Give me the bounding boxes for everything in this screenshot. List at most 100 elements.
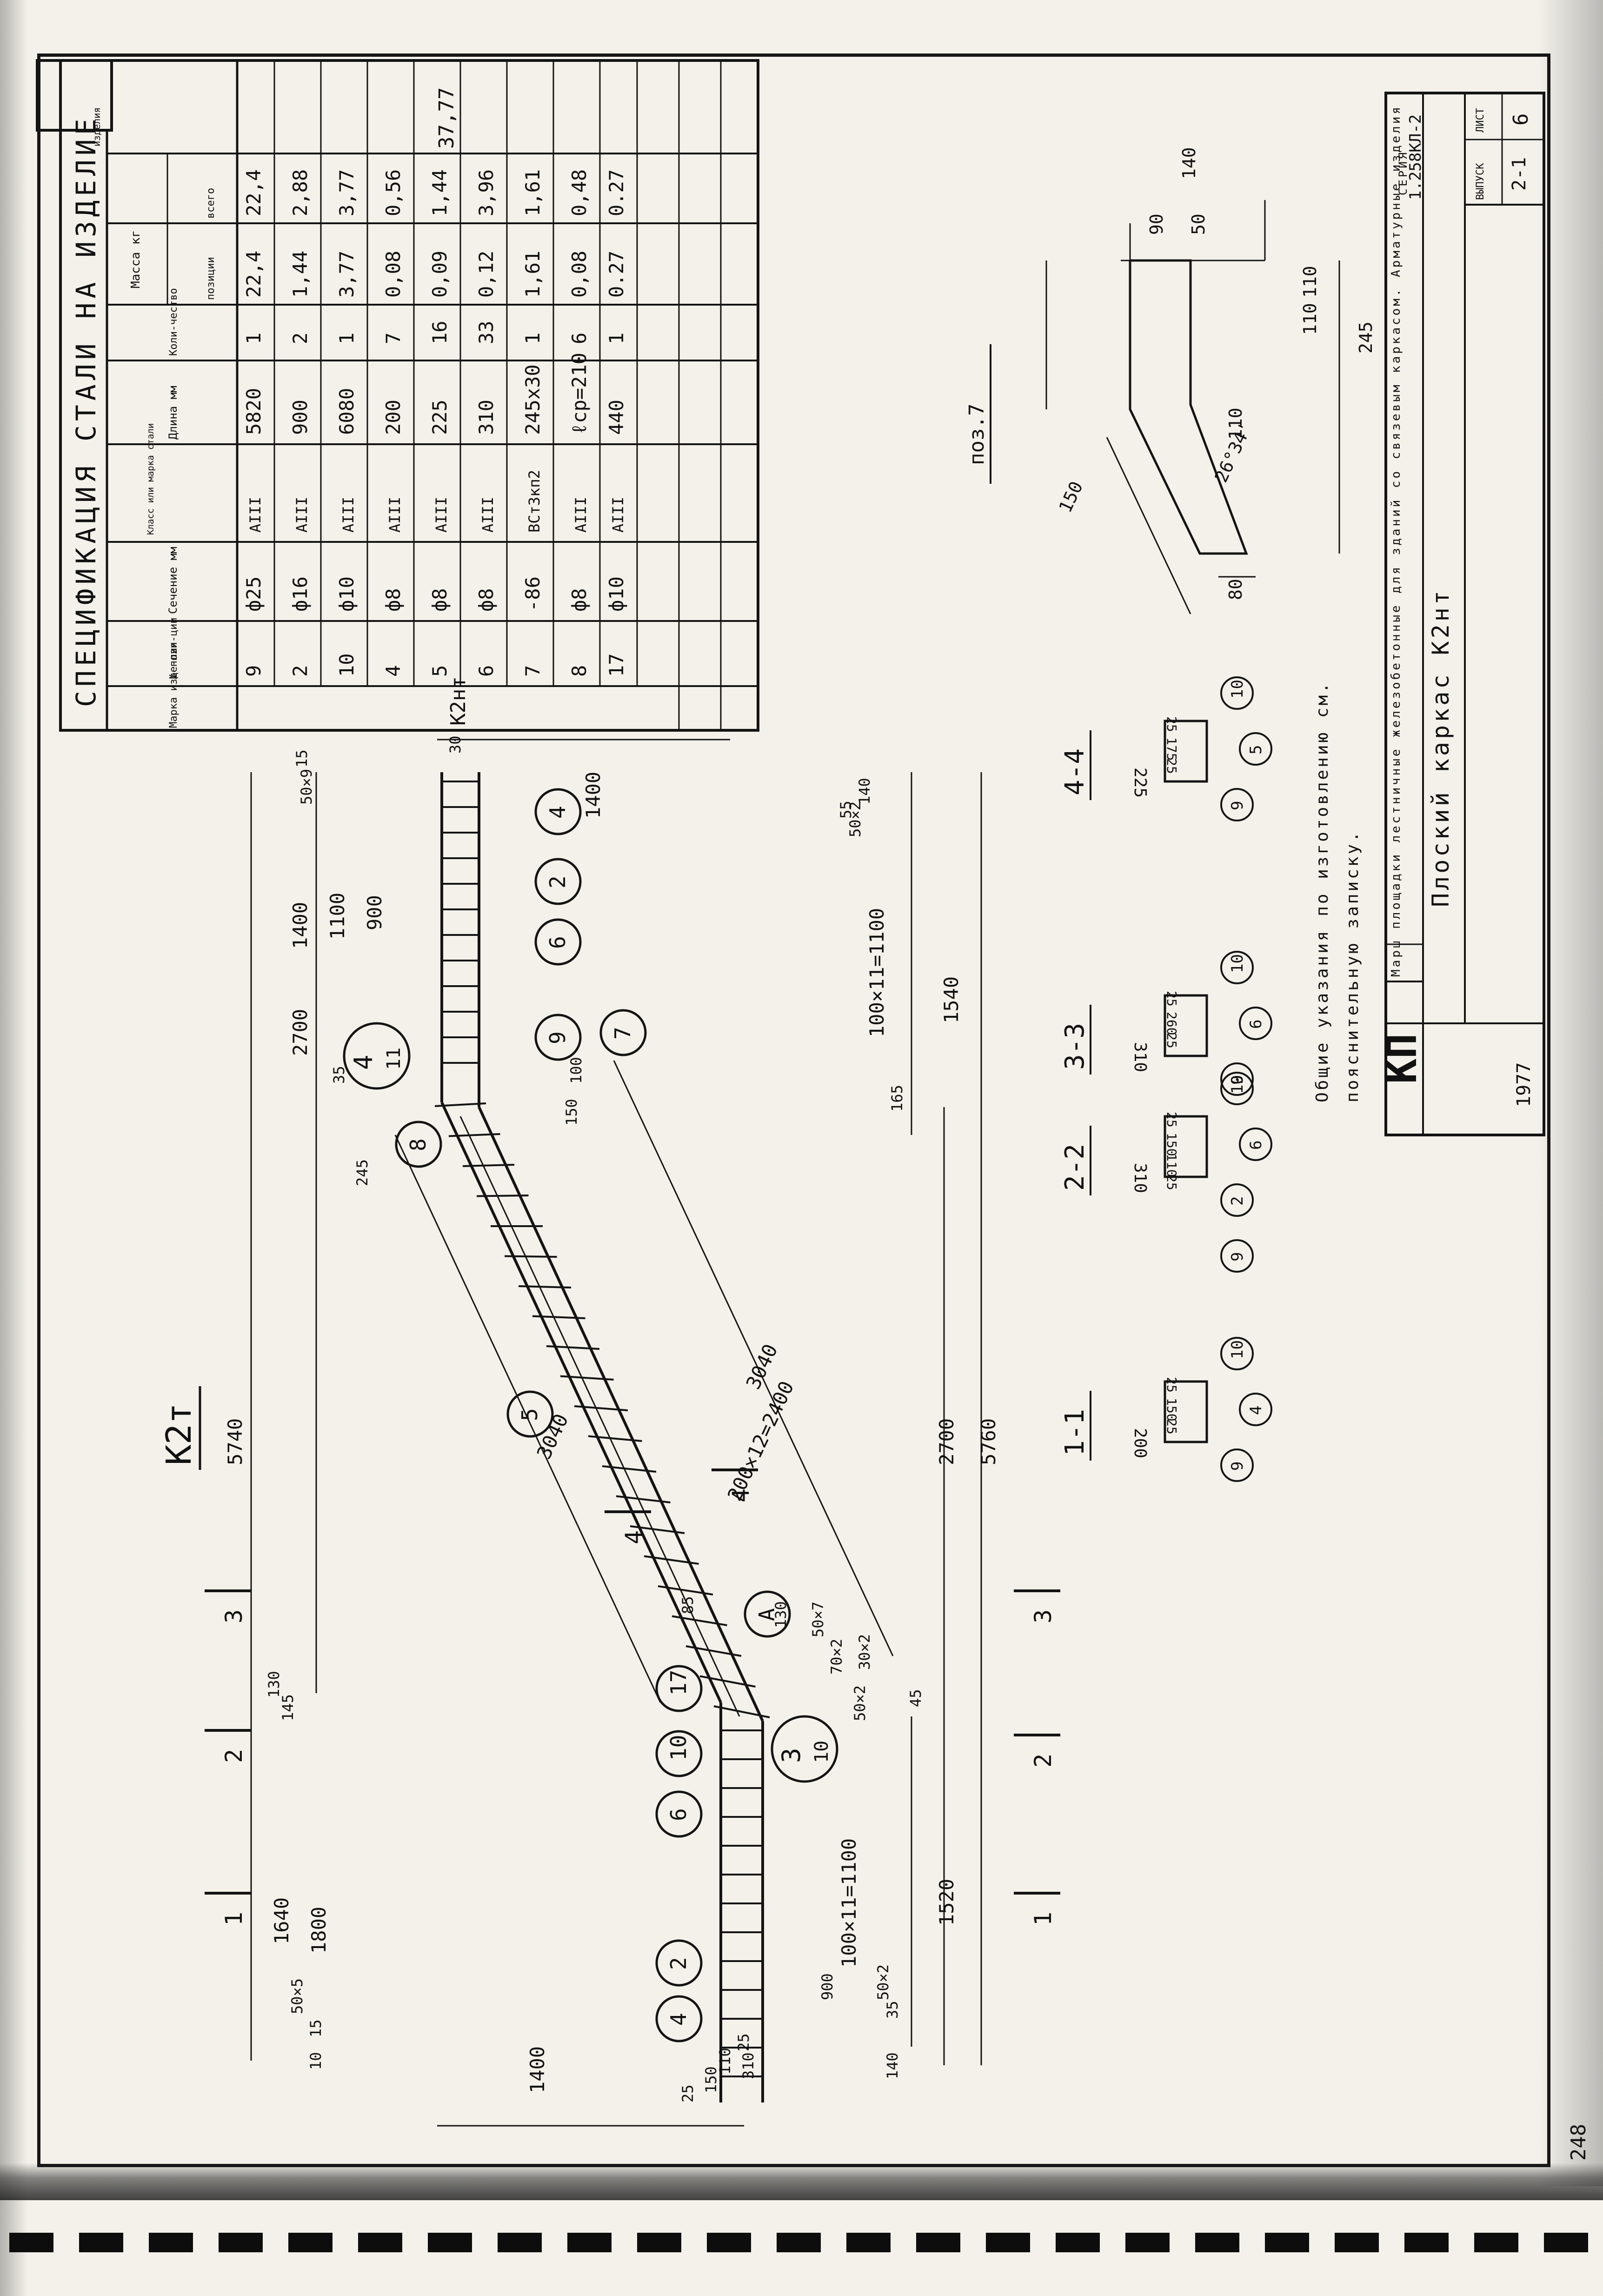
dim-small: 145 [279, 1694, 297, 1721]
spec-cell-qty: 1 [242, 333, 265, 344]
spec-cell-m_all: 2,88 [289, 169, 312, 216]
tb-issue-value: 2-1 [1509, 157, 1530, 191]
dim-small: 55 [837, 801, 855, 819]
stirrup-bar [532, 1315, 585, 1319]
spec-cell-cls: АIII [293, 497, 311, 533]
dim-small: 50×2 [874, 1964, 892, 2000]
section-bar-callout [1239, 1393, 1272, 1426]
stirrup-bar [672, 1615, 727, 1626]
cut-mark-label: 2 [1030, 1754, 1057, 1768]
perforation-dash [1125, 2233, 1170, 2252]
position-callout [534, 788, 582, 835]
dim-small: 140 [884, 2052, 901, 2079]
section-outline [1164, 994, 1208, 1057]
section-bar-callout [1220, 951, 1254, 984]
pos7-dim-label: 150 [1055, 478, 1087, 516]
node-label-top: 4 [349, 1055, 378, 1070]
perforation-dash [428, 2233, 472, 2252]
spec-cell-m_all: 3,77 [335, 169, 358, 216]
dim-top-left: 2700 [289, 1009, 312, 1056]
dim-small: 50×7 [809, 1602, 827, 1637]
section-bar-callout [1220, 1062, 1254, 1096]
spec-cell-pos: 2 [289, 665, 312, 677]
tb-year: 1977 [1513, 1062, 1535, 1107]
spec-table [36, 59, 759, 732]
pos7-dim-label: 110 [1300, 303, 1320, 335]
stirrup-bar [644, 1555, 699, 1565]
section-bar-number: 6 [1247, 1141, 1265, 1150]
spec-cell-m_all: 0.27 [605, 169, 628, 216]
section-sub-dim: 110 [1164, 1154, 1179, 1177]
pos7-title: поз.7 [965, 404, 989, 465]
position-callout [655, 1939, 703, 1987]
cage-drawing [250, 739, 982, 2127]
spec-cell-m_all: 3,96 [475, 169, 498, 216]
pos7-dim-label: 110 [1300, 266, 1320, 298]
dim-small: 900 [818, 1973, 836, 2000]
section-label: 3-3 [1060, 1023, 1090, 1070]
spec-cell-m_pos: 1,61 [521, 251, 544, 298]
stirrup-bar [602, 1465, 657, 1473]
cut-mark-label: 4 [620, 1530, 647, 1544]
section-bar-number: 5 [1247, 745, 1265, 754]
spec-cell-m_pos: 0,08 [568, 251, 591, 298]
section-outline [1164, 1115, 1208, 1178]
spec-cell-m_all: 22,4 [242, 169, 265, 216]
stirrup-bar [448, 1133, 500, 1137]
position-number: 17 [666, 1670, 691, 1695]
hdr-mass-pos: позиции [205, 257, 217, 300]
tb-issue-label: ВЫПУСК [1475, 163, 1486, 200]
pos7-dim-label: 80 [1225, 579, 1246, 600]
pos7-detail [1045, 200, 1340, 614]
spec-cell-pos: 7 [521, 665, 544, 677]
spec-rows: 9ф25АIII5820122,422,42ф16АIII90021,442,8… [242, 169, 628, 677]
pos7-dim-label: 50 [1188, 214, 1209, 235]
perforation-dash [498, 2233, 542, 2252]
spec-cell-section: ф10 [335, 576, 358, 612]
section-sub-dim: 25 [1164, 1175, 1179, 1190]
section-label: 2-2 [1060, 1144, 1090, 1191]
cut-mark-label: 2 [220, 1749, 247, 1763]
perforation-dash [149, 2233, 193, 2252]
spec-cell-qty: 2 [289, 333, 312, 344]
dim-small: 150 [563, 1099, 580, 1126]
position-callout [534, 1014, 582, 1061]
dim-small: 10 [307, 2052, 325, 2070]
section-bar-number: 10 [1228, 954, 1247, 973]
sheet-number: 248 [1567, 2123, 1591, 2161]
position-number: A [754, 1608, 779, 1621]
section-bar-number: 4 [1247, 1406, 1265, 1415]
dim-small: 30×2 [856, 1634, 873, 1670]
dim-left-1640: 1640 [270, 1897, 293, 1944]
section-bar-callout [1220, 788, 1254, 821]
section-bar-number: 9 [1228, 1252, 1247, 1261]
dim-top-right: 1400 [289, 902, 312, 949]
spec-item-total: 37,77 [435, 87, 459, 149]
cut-mark-label: 3 [1030, 1609, 1057, 1623]
dim-small: 50×2 [846, 801, 864, 837]
stirrup-bar [518, 1285, 572, 1288]
spec-cell-qty: 6 [568, 333, 591, 344]
spec-cell-len: 900 [289, 400, 312, 435]
section-width: 310 [1131, 1042, 1150, 1072]
perforation-dash [846, 2233, 891, 2252]
section-label: 4-4 [1060, 748, 1090, 795]
section-sub-dim: 150 [1164, 1133, 1179, 1156]
tb-sheet-value: 6 [1509, 113, 1533, 126]
spec-cell-section: ф16 [289, 576, 312, 612]
dim-small: 30 [446, 735, 464, 754]
perforation-dash [1265, 2233, 1309, 2252]
spec-cell-len: 225 [428, 400, 451, 435]
spec-cell-pos: 17 [605, 653, 628, 677]
stirrup-bar [560, 1375, 614, 1381]
stirrup-bar [476, 1195, 529, 1197]
scan-bottom-shadow [0, 2163, 1603, 2200]
spec-cell-m_pos: 22,4 [242, 251, 265, 298]
stirrup-bar [685, 1645, 742, 1657]
dim-small: 140 [856, 778, 873, 805]
perforation-dash [637, 2233, 681, 2252]
section-sub-dim: 25 [1164, 1112, 1179, 1128]
